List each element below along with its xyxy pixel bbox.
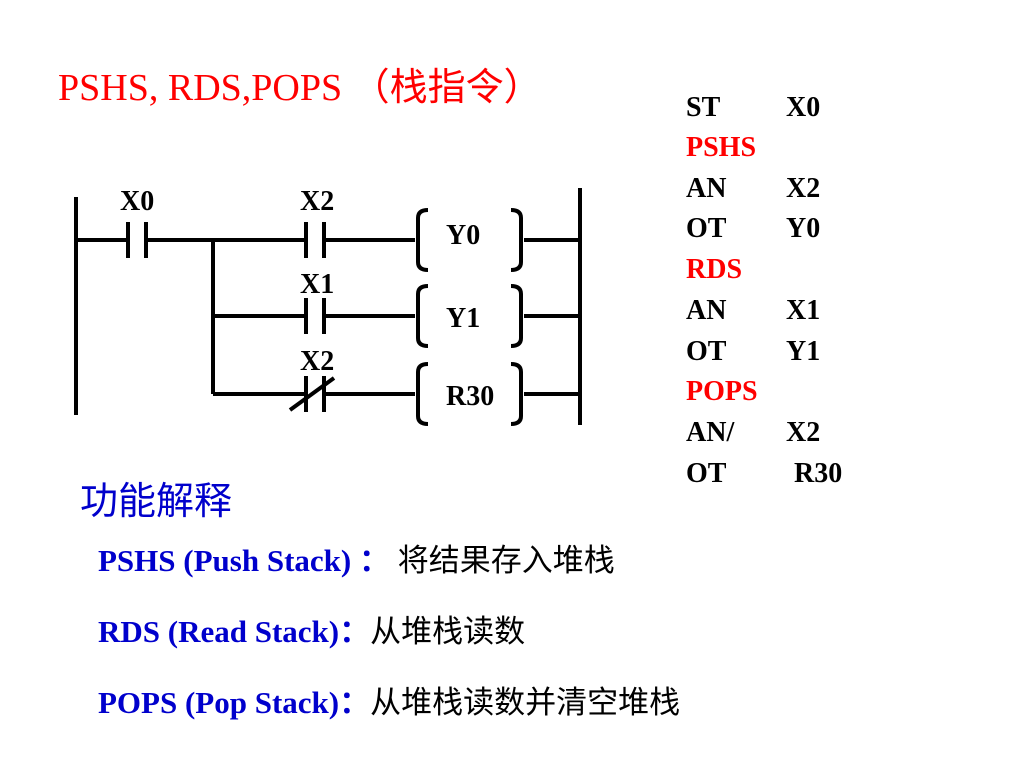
il-arg: R30	[794, 458, 843, 489]
section-title: 功能解释	[80, 479, 233, 523]
coil-r30-label: R30	[446, 381, 494, 412]
il-arg: Y0	[786, 213, 821, 244]
explanation-term: POPS (Pop Stack)：	[98, 685, 371, 720]
il-op: POPS	[686, 376, 758, 407]
coil-y0-label: Y0	[446, 220, 480, 251]
il-op: OT	[686, 213, 727, 244]
explanation-term: RDS (Read Stack)：	[98, 614, 371, 649]
explanation-desc: 从堆栈读数	[370, 614, 526, 650]
contact-x0-label: X0	[120, 186, 154, 217]
il-arg: Y1	[786, 336, 821, 367]
explanation-desc: 从堆栈读数并清空堆栈	[370, 685, 681, 721]
il-line: RDS	[686, 256, 786, 284]
il-op: PSHS	[686, 132, 757, 163]
il-op: OT	[686, 458, 727, 489]
il-line: OT Y1	[686, 338, 820, 366]
contact-x2-label: X2	[300, 186, 334, 217]
page-title: PSHS, RDS,POPS （栈指令）	[58, 67, 542, 109]
contact-x2-nc-label: X2	[300, 346, 334, 377]
explanation-term: PSHS (Push Stack) ：	[98, 543, 390, 578]
coil-y1-left-bracket	[416, 284, 429, 348]
il-arg: X2	[786, 417, 821, 448]
explanation-rds: RDS (Read Stack)：从堆栈读数	[98, 613, 525, 651]
il-arg: X0	[786, 92, 821, 123]
coil-y1-right-bracket	[510, 284, 523, 348]
il-op: AN	[686, 173, 727, 204]
explanation-pops: POPS (Pop Stack)：从堆栈读数并清空堆栈	[98, 684, 680, 722]
il-line: OT R30	[686, 460, 842, 488]
explanation-pshs: PSHS (Push Stack) ： 将结果存入堆栈	[98, 542, 615, 580]
il-line: OT Y0	[686, 215, 820, 243]
il-line: AN X2	[686, 175, 820, 203]
contact-x2nc-slash	[288, 376, 336, 412]
il-line: ST X0	[686, 94, 820, 122]
il-op: RDS	[686, 254, 743, 285]
il-op: AN/	[686, 417, 735, 448]
coil-y1-label: Y1	[446, 303, 480, 334]
ladder-diagram: X0 X2 X1 X2 Y0 Y1 R30	[74, 186, 582, 426]
il-op: ST	[686, 92, 721, 123]
il-line: AN X1	[686, 297, 820, 325]
coil-r30-left-bracket	[416, 362, 429, 426]
coil-y0-left-bracket	[416, 208, 429, 272]
contact-x1-label: X1	[300, 269, 334, 300]
coil-r30-right-bracket	[510, 362, 523, 426]
coil-y0-right-bracket	[510, 208, 523, 272]
il-line: AN/X2	[686, 419, 820, 447]
il-op: AN	[686, 295, 727, 326]
il-arg: X2	[786, 173, 821, 204]
il-line: POPS	[686, 378, 786, 406]
explanation-desc: 将结果存入堆栈	[397, 543, 615, 579]
il-arg: X1	[786, 295, 821, 326]
il-op: OT	[686, 336, 727, 367]
il-line: PSHS	[686, 134, 786, 162]
